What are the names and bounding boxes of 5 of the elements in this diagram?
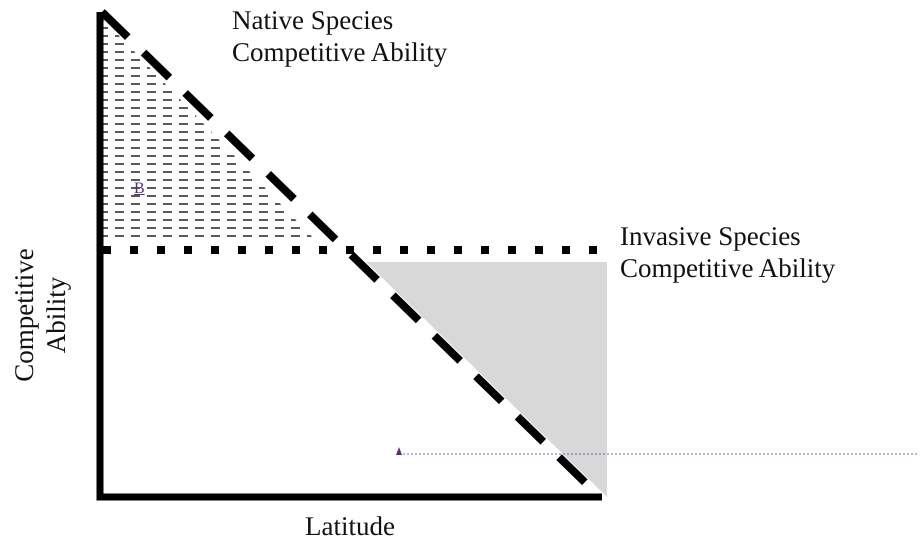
axis-title: Competitive Ability bbox=[8, 247, 72, 384]
region-label: B bbox=[134, 180, 145, 198]
line-label: Invasive Species Competitive Ability bbox=[620, 220, 836, 284]
line-label: Native Species Competitive Ability bbox=[232, 4, 448, 68]
axis-title: Latitude bbox=[304, 510, 396, 542]
